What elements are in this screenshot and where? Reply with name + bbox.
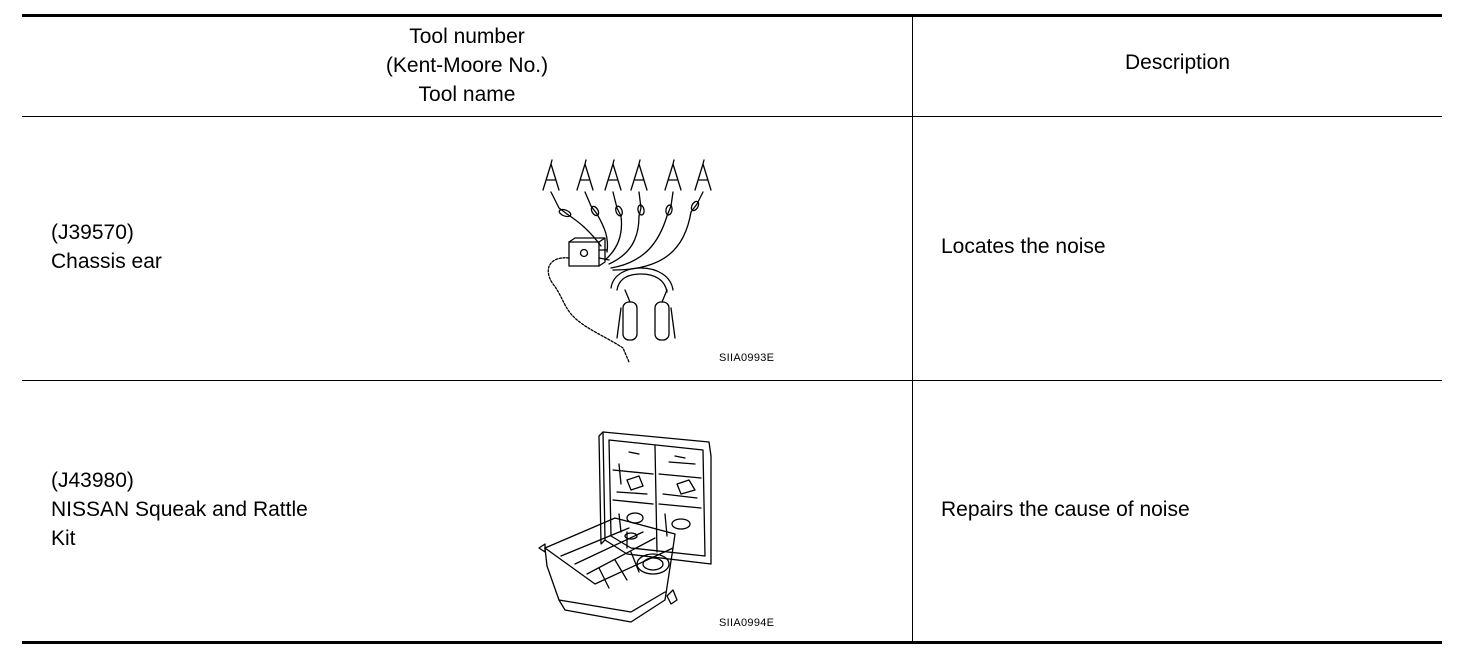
column-divider bbox=[912, 16, 913, 642]
tool-number: (J39570) bbox=[51, 221, 134, 244]
figure-code: SIIA0993E bbox=[719, 352, 775, 364]
tool-name-line: Chassis ear bbox=[51, 250, 162, 273]
tool-name-line: Kit bbox=[51, 527, 76, 550]
switch-box-icon bbox=[568, 237, 610, 267]
headphones-icon bbox=[610, 267, 676, 341]
header-kent-moore-no: (Kent-Moore No.) bbox=[385, 54, 549, 77]
table-row-2-description: Repairs the cause of noise bbox=[941, 498, 1190, 521]
case-tray-icon bbox=[538, 517, 678, 623]
header-tool-name: Tool name bbox=[418, 83, 516, 106]
tool-number: (J43980) bbox=[51, 469, 134, 492]
table-row-1-tool: (J39570) Chassis ear bbox=[51, 218, 162, 276]
header-divider bbox=[22, 116, 1442, 117]
tool-name-line: NISSAN Squeak and Rattle bbox=[51, 498, 308, 521]
lead-icon bbox=[550, 191, 704, 271]
case-lid-icon bbox=[598, 431, 712, 565]
header-tool-column: Tool number (Kent-Moore No.) Tool name bbox=[22, 22, 912, 109]
chassis-ear-illustration bbox=[542, 159, 712, 363]
table-row-1-description: Locates the noise bbox=[941, 235, 1106, 258]
clip-icon bbox=[542, 159, 712, 191]
row-divider bbox=[22, 380, 1442, 381]
squeak-rattle-kit-illustration bbox=[538, 431, 712, 623]
header-tool-number: Tool number bbox=[409, 25, 525, 48]
table-top-rule bbox=[22, 14, 1442, 17]
figure-code: SIIA0994E bbox=[719, 617, 775, 629]
table-row-2-tool: (J43980) NISSAN Squeak and Rattle Kit bbox=[51, 466, 308, 553]
table-bottom-rule bbox=[22, 641, 1442, 644]
header-description: Description bbox=[1124, 51, 1231, 74]
